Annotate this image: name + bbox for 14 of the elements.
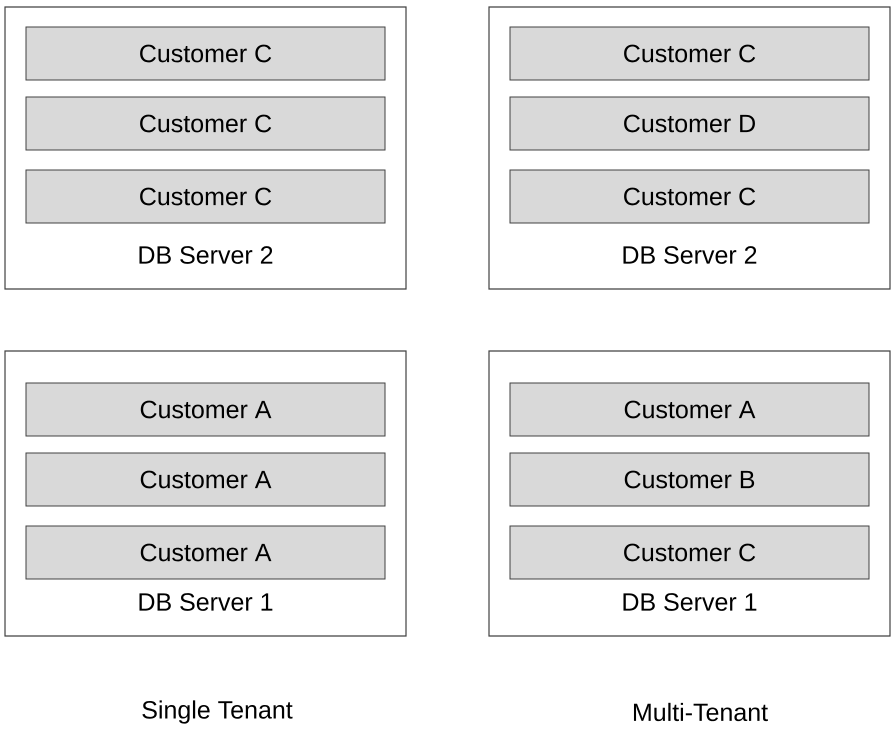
caption: Multi-Tenant — [634, 702, 768, 722]
customer-bar: Customer C — [510, 26, 870, 80]
customer-bar: Customer B — [510, 452, 870, 506]
customer-bar: Customer C — [26, 26, 386, 80]
customer-bar: Customer A — [26, 382, 386, 436]
customer-bar: Customer A — [26, 452, 386, 506]
customer-bar: Customer C — [510, 526, 870, 580]
customer-bar: Customer D — [510, 96, 870, 150]
customer-bar: Customer C — [26, 96, 386, 150]
customer-bar: Customer A — [510, 382, 870, 436]
customer-bar: Customer C — [26, 170, 386, 224]
customer-bar: Customer A — [26, 526, 386, 580]
caption: Single Tenant — [142, 700, 293, 724]
customer-bar: Customer C — [510, 170, 870, 224]
